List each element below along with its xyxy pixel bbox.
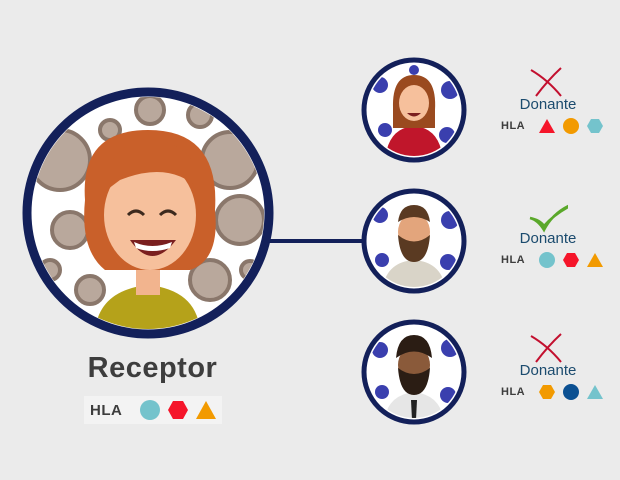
hla-marker-icon: [539, 119, 556, 133]
x-mark-icon: [530, 67, 562, 97]
hla-marker-icon: [168, 401, 189, 419]
hla-label: HLA: [501, 386, 526, 398]
donor-hla: HLA: [501, 118, 604, 134]
donor-avatar-1: [361, 57, 467, 163]
hla-marker-icon: [563, 118, 580, 134]
hla-label: HLA: [501, 120, 526, 132]
donor-label: Donante: [519, 230, 577, 247]
hla-marker-icon: [563, 253, 580, 267]
hla-label: HLA: [90, 401, 123, 419]
receptor-title: Receptor: [87, 352, 218, 384]
hla-marker-icon: [140, 400, 161, 420]
hla-marker-icon: [587, 119, 604, 133]
hla-marker-icon: [587, 385, 604, 399]
hla-label: HLA: [501, 254, 526, 266]
hla-marker-icon: [196, 401, 217, 419]
check-mark-icon: [529, 204, 568, 233]
hla-marker-icon: [539, 252, 556, 268]
donor-label: Donante: [519, 362, 577, 379]
hla-marker-icon: [587, 253, 604, 267]
donor-avatar-2: [361, 188, 467, 294]
receptor-avatar: [22, 87, 274, 339]
donor-hla: HLA: [501, 252, 604, 268]
x-mark-icon: [530, 333, 562, 363]
donor-avatar-3: [361, 319, 467, 425]
hla-marker-icon: [539, 385, 556, 399]
receptor-hla: HLA: [84, 396, 223, 424]
hla-marker-icon: [563, 384, 580, 400]
donor-hla: HLA: [501, 384, 604, 400]
donor-label: Donante: [519, 96, 577, 113]
